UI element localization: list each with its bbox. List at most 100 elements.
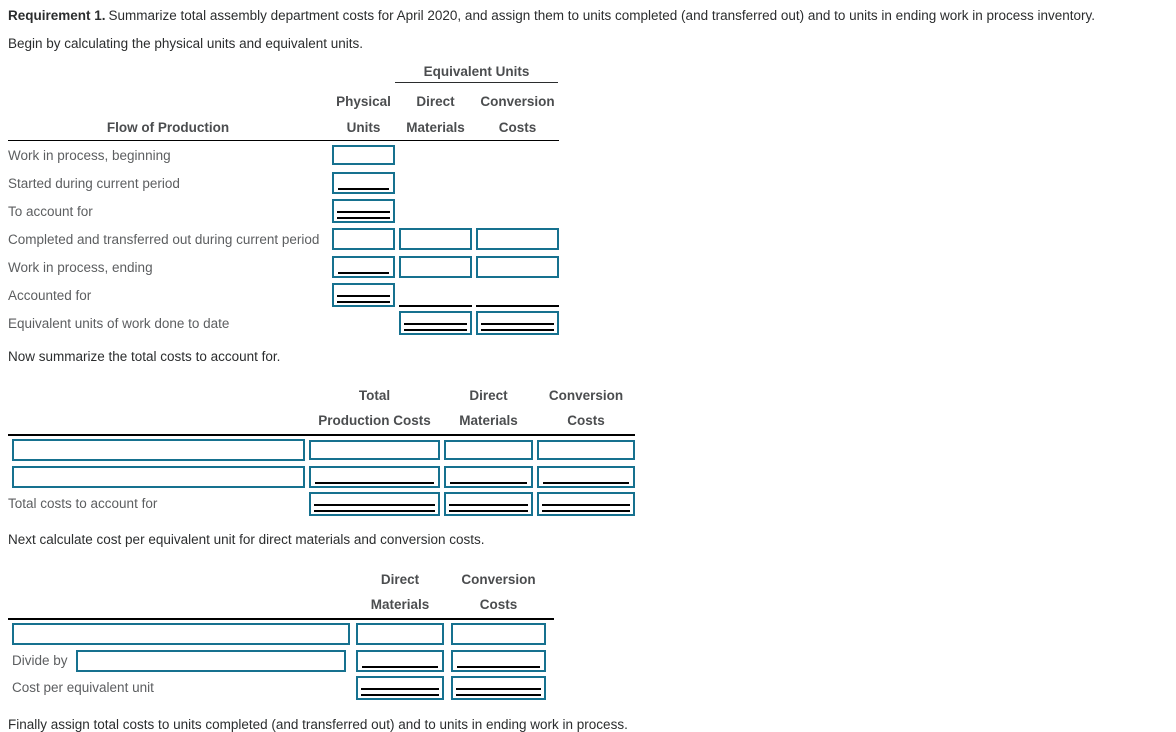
double-rule bbox=[337, 211, 390, 219]
completed-conversion-input[interactable] bbox=[476, 228, 559, 250]
col-header-materials: Materials bbox=[459, 413, 518, 428]
cost-per-unit-header: Direct Conversion Materials Costs bbox=[8, 562, 554, 620]
equivalent-units-group-header: Equivalent Units bbox=[395, 64, 558, 83]
row-started: Started during current period bbox=[8, 169, 559, 197]
col-header-direct: Direct bbox=[380, 572, 420, 587]
cost-row-1-conversion-input[interactable] bbox=[537, 439, 635, 460]
wip-beginning-physical-input[interactable] bbox=[332, 145, 395, 165]
equivalent-units-conversion-input[interactable] bbox=[476, 311, 559, 335]
double-rule bbox=[449, 503, 528, 512]
row-completed: Completed and transferred out during cur… bbox=[8, 225, 559, 253]
started-label: Started during current period bbox=[8, 175, 180, 191]
col-header-costs: Costs bbox=[498, 120, 537, 135]
row-total-costs-to-account-for: Total costs to account for bbox=[8, 490, 635, 517]
wip-beginning-label: Work in process, beginning bbox=[8, 147, 171, 163]
accounted-for-conversion-rule bbox=[476, 283, 559, 307]
cost-row-2-label-input[interactable] bbox=[12, 465, 305, 488]
flow-table-header: Physical Direct Conversion Flow of Produ… bbox=[8, 83, 559, 141]
double-rule bbox=[404, 323, 467, 331]
single-rule bbox=[450, 481, 527, 484]
cost-row-2-total-input[interactable] bbox=[309, 465, 440, 488]
col-header-direct: Direct bbox=[416, 94, 455, 109]
cost-row-1-direct-materials-input[interactable] bbox=[444, 439, 533, 460]
double-rule bbox=[481, 323, 554, 331]
row-to-account-for: To account for bbox=[8, 197, 559, 225]
accounted-for-physical-input[interactable] bbox=[332, 283, 395, 307]
wip-ending-label: Work in process, ending bbox=[8, 259, 153, 275]
cost-per-unit-label: Cost per equivalent unit bbox=[12, 680, 154, 695]
col-header-conversion: Conversion bbox=[461, 572, 536, 587]
row-wip-beginning: Work in process, beginning bbox=[8, 141, 559, 169]
cost-row-1-label-input[interactable] bbox=[12, 438, 305, 461]
double-rule bbox=[542, 503, 630, 512]
cost-per-unit-direct-materials-input[interactable] bbox=[356, 675, 444, 700]
cost-row-2-direct-materials-input[interactable] bbox=[444, 465, 533, 488]
completed-label: Completed and transferred out during cur… bbox=[8, 231, 320, 247]
divide-by-label-input[interactable] bbox=[76, 649, 346, 672]
total-costs-conversion-input[interactable] bbox=[537, 491, 635, 516]
col-header-units: Units bbox=[346, 120, 381, 135]
col-header-direct: Direct bbox=[469, 388, 508, 403]
single-rule bbox=[338, 188, 389, 190]
wip-ending-direct-materials-input[interactable] bbox=[399, 256, 472, 278]
wip-ending-physical-input[interactable] bbox=[332, 256, 395, 278]
cost-row-1 bbox=[8, 436, 635, 463]
total-costs-total-input[interactable] bbox=[309, 491, 440, 516]
completed-physical-input[interactable] bbox=[332, 228, 395, 250]
flow-of-production-table: Equivalent Units Physical Direct Convers… bbox=[8, 64, 559, 337]
single-rule bbox=[457, 665, 540, 668]
col-header-materials: Materials bbox=[370, 597, 430, 612]
cost-row-2 bbox=[8, 463, 635, 490]
step-assign-text: Finally assign total costs to units comp… bbox=[8, 717, 628, 732]
completed-direct-materials-input[interactable] bbox=[399, 228, 472, 250]
single-rule bbox=[543, 481, 629, 484]
col-header-physical: Physical bbox=[336, 94, 391, 109]
col-header-total: Total bbox=[358, 388, 391, 403]
double-rule bbox=[456, 687, 541, 696]
equivalent-units-direct-materials-input[interactable] bbox=[399, 311, 472, 335]
col-header-conversion: Conversion bbox=[548, 388, 624, 403]
col-header-production-costs: Production Costs bbox=[318, 413, 431, 428]
requirement-label: Requirement 1. bbox=[8, 8, 106, 23]
single-rule bbox=[315, 481, 434, 484]
row-equivalent-units: Equivalent units of work done to date bbox=[8, 309, 559, 337]
total-costs-label: Total costs to account for bbox=[8, 496, 158, 511]
divide-by-conversion-input[interactable] bbox=[451, 649, 546, 672]
cost-per-unit-table: Direct Conversion Materials Costs Divide… bbox=[8, 562, 554, 701]
col-header-conversion: Conversion bbox=[480, 94, 555, 109]
step-total-costs-text: Now summarize the total costs to account… bbox=[8, 349, 281, 364]
divide-by-direct-materials-input[interactable] bbox=[356, 649, 444, 672]
col-header-costs: Costs bbox=[567, 413, 605, 428]
requirement-paragraph: Requirement 1.Summarize total assembly d… bbox=[8, 8, 1176, 23]
unit-cost-row-1-direct-materials-input[interactable] bbox=[356, 622, 444, 645]
divide-by-label: Divide by bbox=[12, 653, 68, 668]
double-rule bbox=[314, 503, 435, 512]
accounted-for-direct-materials-rule bbox=[399, 283, 472, 307]
total-costs-direct-materials-input[interactable] bbox=[444, 491, 533, 516]
row-accounted-for: Accounted for bbox=[8, 281, 559, 309]
unit-cost-row-1-conversion-input[interactable] bbox=[451, 622, 546, 645]
wip-ending-conversion-input[interactable] bbox=[476, 256, 559, 278]
row-group-header-flow-of-production: Flow of Production bbox=[106, 120, 230, 135]
row-cost-per-equivalent-unit: Cost per equivalent unit bbox=[8, 674, 554, 701]
unit-cost-row-1 bbox=[8, 620, 554, 647]
single-rule bbox=[362, 665, 438, 668]
to-account-for-physical-input[interactable] bbox=[332, 199, 395, 223]
row-wip-ending: Work in process, ending bbox=[8, 253, 559, 281]
cost-row-2-conversion-input[interactable] bbox=[537, 465, 635, 488]
step-cost-per-unit-text: Next calculate cost per equivalent unit … bbox=[8, 532, 485, 547]
col-header-materials: Materials bbox=[406, 120, 465, 135]
single-rule bbox=[338, 272, 389, 274]
cost-row-1-total-input[interactable] bbox=[309, 439, 440, 460]
double-rule bbox=[361, 687, 439, 696]
total-costs-header: Total Direct Conversion Production Costs… bbox=[8, 378, 635, 436]
row-divide-by: Divide by bbox=[8, 647, 554, 674]
to-account-for-label: To account for bbox=[8, 203, 93, 219]
cost-per-unit-conversion-input[interactable] bbox=[451, 675, 546, 700]
requirement-body: Summarize total assembly department cost… bbox=[108, 8, 1096, 23]
step-physical-units-text: Begin by calculating the physical units … bbox=[8, 36, 363, 51]
started-physical-input[interactable] bbox=[332, 172, 395, 194]
unit-cost-row-1-label-input[interactable] bbox=[12, 622, 350, 645]
accounted-for-label: Accounted for bbox=[8, 287, 92, 303]
col-header-costs: Costs bbox=[479, 597, 518, 612]
